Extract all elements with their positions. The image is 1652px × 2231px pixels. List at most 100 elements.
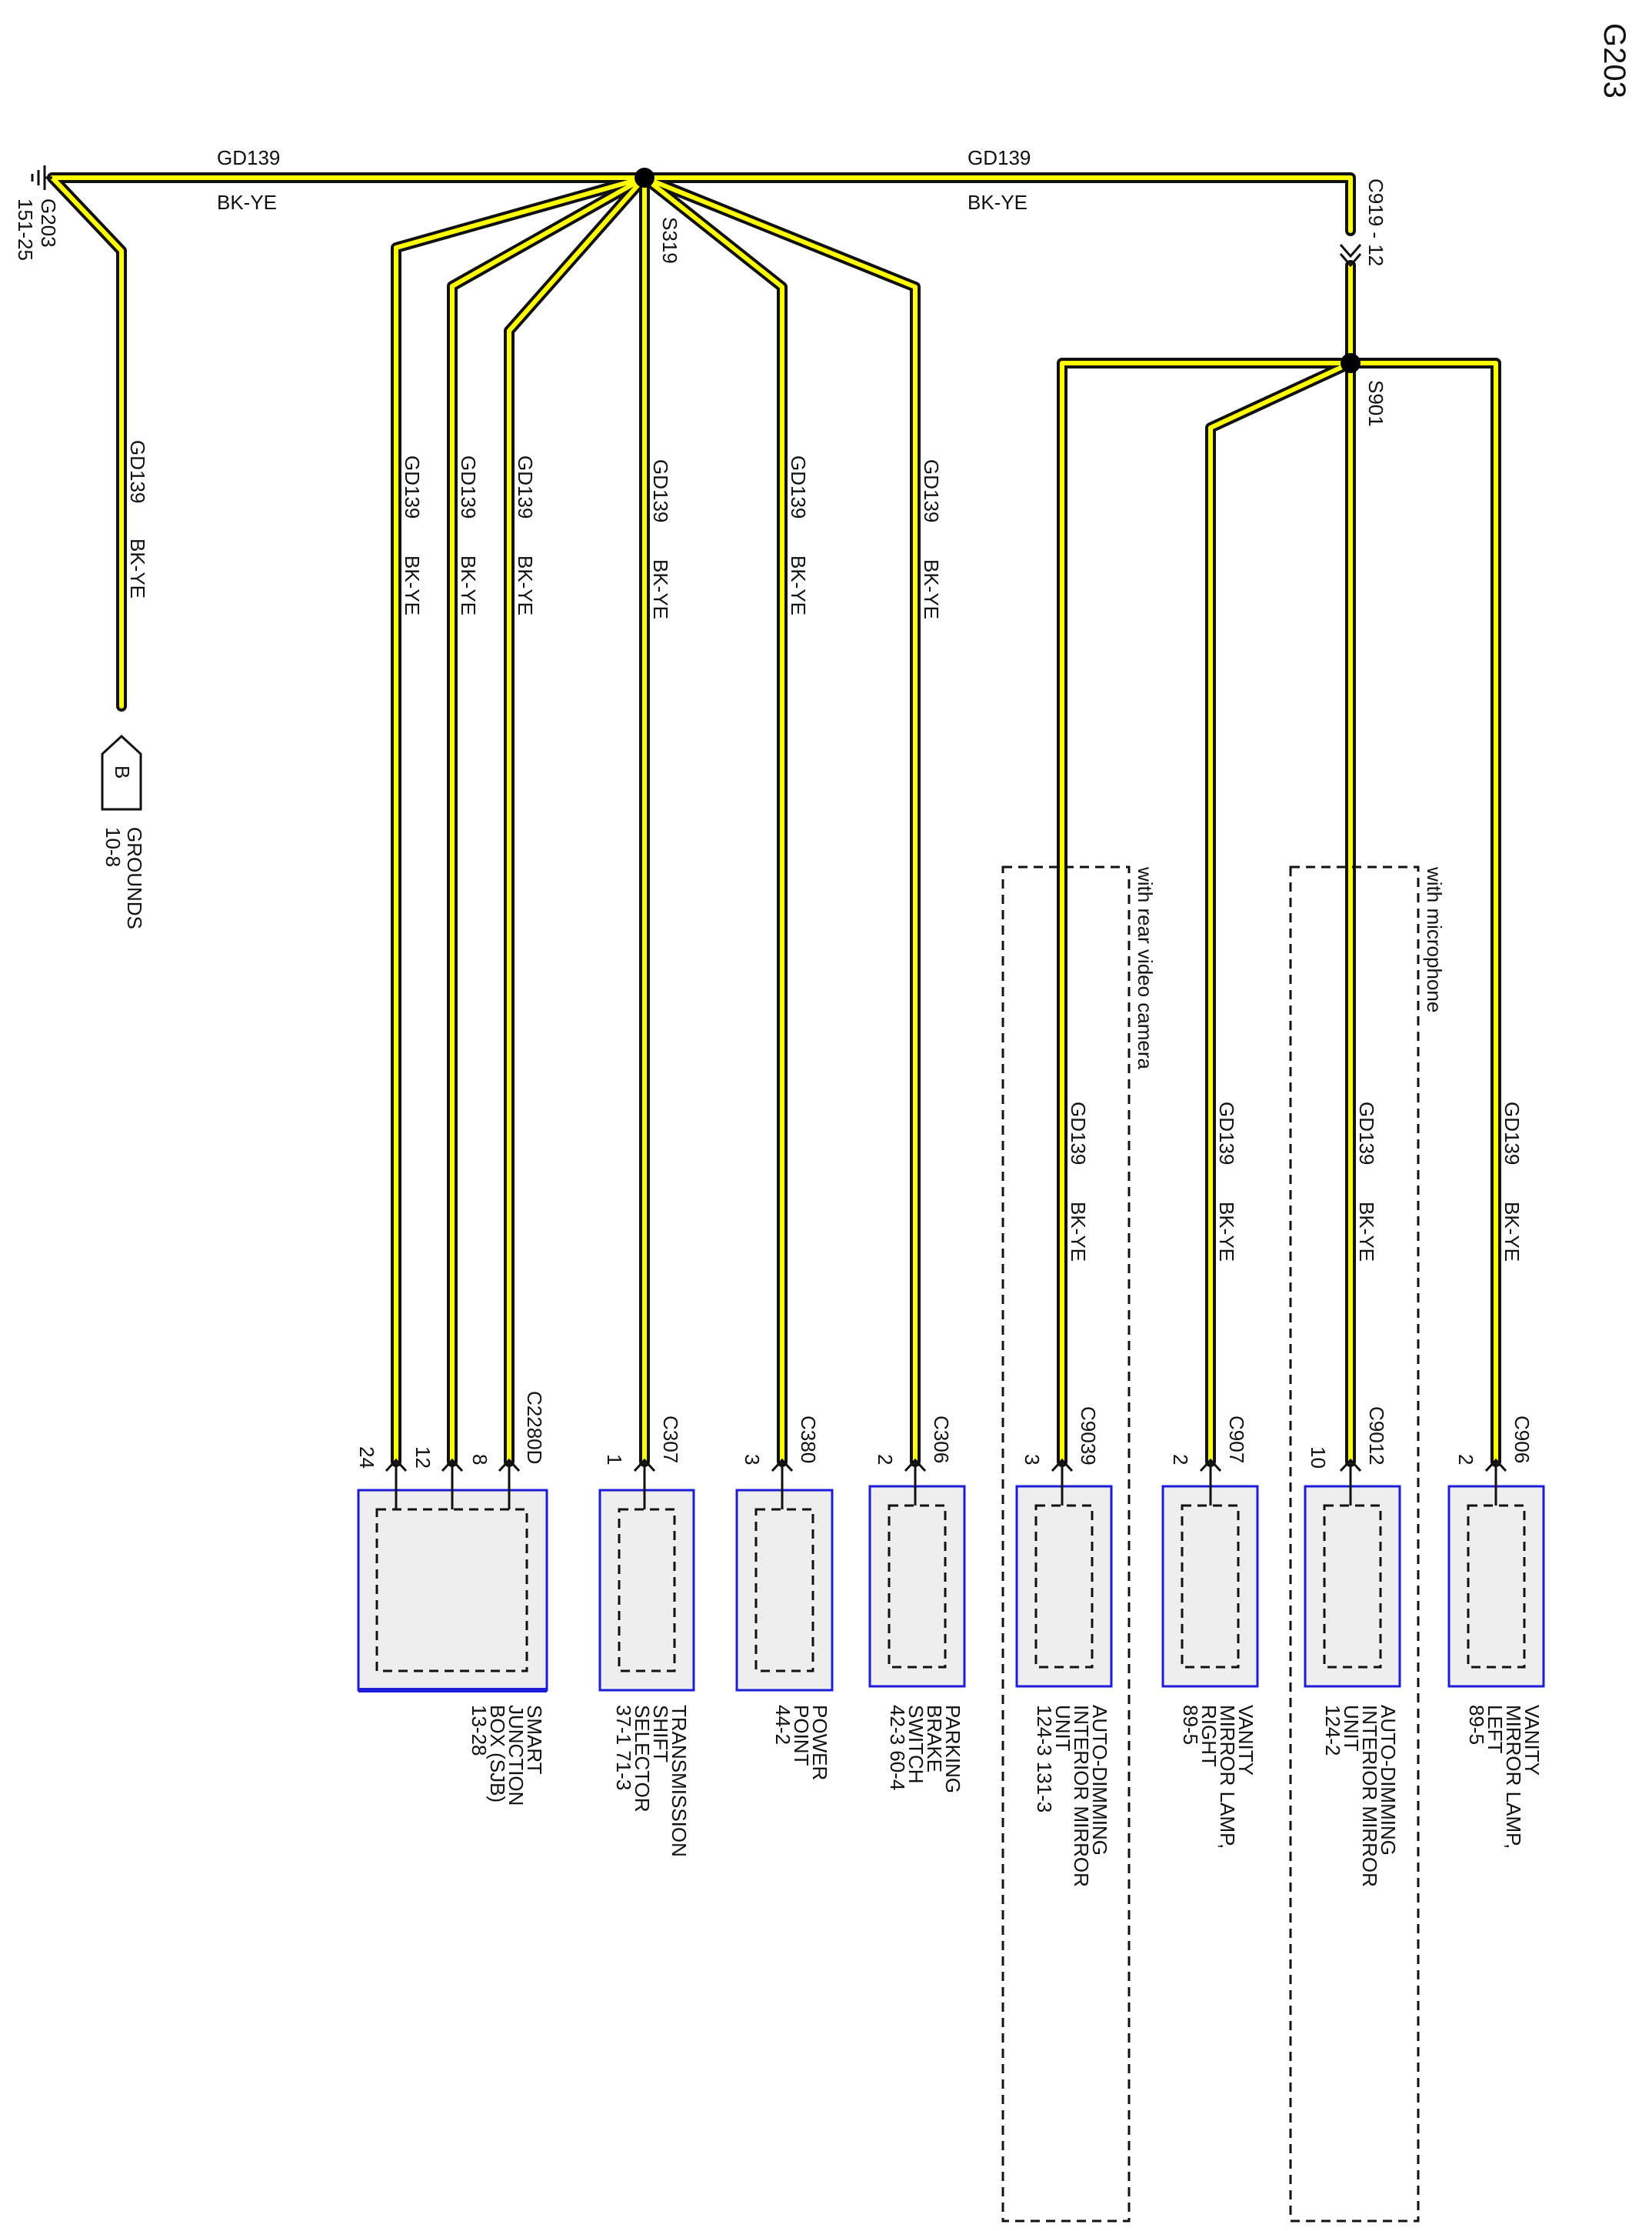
grounds-wire-circuit: GD139	[126, 440, 149, 503]
component-name-line: 44-2	[771, 1705, 794, 1745]
component-name-line: 13-28	[468, 1705, 491, 1756]
pin-number: 2	[874, 1454, 897, 1465]
pin-number: 2	[1454, 1454, 1477, 1465]
option-box-microphone	[1289, 865, 1420, 2223]
component-name-line: 89-5	[1179, 1705, 1202, 1745]
component-name-line: POINT	[790, 1705, 813, 1766]
component-name-line: TRANSMISSION	[668, 1705, 691, 1857]
pin-number: 10	[1307, 1446, 1330, 1469]
grounds-wire-color: BK-YE	[126, 539, 149, 599]
inline-connector-c919	[1339, 244, 1362, 268]
component-name-line: SMART	[523, 1705, 546, 1775]
branch-color: BK-YE	[787, 555, 810, 615]
branch-color: BK-YE	[1355, 1202, 1378, 1262]
ground-id: G203	[37, 198, 60, 248]
branch-circuit: GD139	[457, 455, 480, 519]
splice-s319-label: S319	[658, 217, 681, 264]
pin-number: 8	[468, 1454, 491, 1465]
trunk-right-circuit: GD139	[968, 146, 1031, 169]
component-name-line: INTERIOR MIRROR	[1358, 1705, 1381, 1887]
splice-s901-label: S901	[1364, 380, 1387, 427]
branch-color: BK-YE	[649, 559, 672, 619]
grounds-bus-letter: B	[111, 765, 134, 779]
component-name-line: MIRROR LAMP,	[1502, 1705, 1525, 1849]
component-name-line: VANITY	[1234, 1705, 1257, 1776]
wires	[47, 172, 1501, 1467]
branch-color: BK-YE	[457, 555, 480, 615]
branch-circuit: GD139	[401, 455, 424, 519]
option-rear-camera-label: with rear video camera	[1134, 866, 1157, 1070]
component-parking-brake	[868, 1485, 966, 1688]
inline-connector-label: C919 - 12	[1364, 178, 1387, 266]
page-title: G203	[1597, 23, 1631, 98]
component-vanity-right	[1161, 1485, 1259, 1688]
component-name-line: SHIFT	[649, 1705, 672, 1762]
branch-circuit: GD139	[1500, 1102, 1524, 1165]
component-name-line: PARKING	[941, 1705, 964, 1793]
trunk-left-color: BK-YE	[217, 191, 277, 214]
component-name-line: 37-1 71-3	[612, 1705, 635, 1790]
trunk-right-color: BK-YE	[968, 191, 1028, 214]
branch-color: BK-YE	[514, 555, 537, 615]
component-name-line: 124-2	[1321, 1705, 1344, 1756]
connector-name: C907	[1225, 1416, 1248, 1463]
pin-number: 3	[1021, 1454, 1044, 1465]
component-power-point	[735, 1489, 834, 1692]
branch-circuit: GD139	[1067, 1102, 1090, 1165]
component-name-line: AUTO-DIMMING	[1088, 1705, 1111, 1856]
component-name-line: POWER	[808, 1705, 831, 1780]
component-name-line: LEFT	[1484, 1705, 1507, 1754]
component-mirror-camera	[1015, 1485, 1113, 1688]
splice-s901-dot	[1341, 353, 1361, 373]
connector-glyphs	[385, 1458, 1507, 1509]
connector-name: C9012	[1365, 1406, 1388, 1466]
components	[357, 1485, 1545, 1692]
branch-circuit: GD139	[514, 455, 537, 519]
component-name-line: MIRROR LAMP,	[1216, 1705, 1239, 1849]
component-name-line: INTERIOR MIRROR	[1070, 1705, 1093, 1887]
pin-number: 1	[603, 1454, 626, 1465]
component-name-line: SWITCH	[904, 1705, 928, 1784]
component-sjb	[357, 1489, 548, 1692]
option-microphone-label: with microphone	[1423, 866, 1446, 1012]
component-trans-selector	[598, 1489, 695, 1692]
branch-circuit: GD139	[1215, 1102, 1238, 1165]
pin-number: 2	[1169, 1454, 1192, 1465]
splice-s319-dot	[634, 168, 654, 188]
component-name-line: SELECTOR	[631, 1705, 654, 1812]
component-name-line: 89-5	[1465, 1705, 1488, 1745]
component-name-line: UNIT	[1051, 1705, 1074, 1752]
component-name-line: JUNCTION	[505, 1705, 528, 1806]
branch-circuit: GD139	[649, 459, 672, 522]
branch-circuit: GD139	[1355, 1102, 1378, 1165]
component-name-line: 42-3 60-4	[886, 1705, 909, 1790]
connector-name: C380	[797, 1416, 820, 1463]
component-mirror-microphone	[1304, 1485, 1401, 1688]
grounds-bus-line1: GROUNDS	[123, 827, 146, 929]
branch-color: BK-YE	[1500, 1202, 1524, 1262]
labels: G203 GD139 BK-YE GD139 BK-YE G203 151-25…	[14, 23, 1631, 1887]
connector-name: C9039	[1077, 1406, 1100, 1466]
option-box-rear-camera	[1001, 865, 1131, 2223]
ground-ref: 151-25	[14, 198, 37, 261]
pin-number: 12	[411, 1446, 435, 1469]
branch-color: BK-YE	[1215, 1202, 1238, 1262]
branch-color: BK-YE	[920, 559, 943, 619]
connector-name: C906	[1510, 1416, 1534, 1463]
ground-symbol-icon	[31, 165, 52, 190]
component-name-line: AUTO-DIMMING	[1377, 1705, 1400, 1856]
branch-circuit: GD139	[920, 459, 943, 522]
component-name-line: RIGHT	[1197, 1705, 1221, 1767]
grounds-bus-line2: 10-8	[102, 827, 125, 867]
trunk-left-circuit: GD139	[217, 146, 280, 169]
component-name-line: UNIT	[1340, 1705, 1363, 1752]
connector-name: C306	[930, 1416, 953, 1463]
component-vanity-left	[1447, 1485, 1545, 1688]
branch-circuit: GD139	[787, 455, 810, 519]
pin-number: 3	[741, 1454, 764, 1465]
component-name-line: VANITY	[1520, 1705, 1544, 1776]
connector-name: C307	[659, 1416, 682, 1463]
component-name-line: 124-3 131-3	[1033, 1705, 1056, 1812]
branch-color: BK-YE	[1067, 1202, 1090, 1262]
